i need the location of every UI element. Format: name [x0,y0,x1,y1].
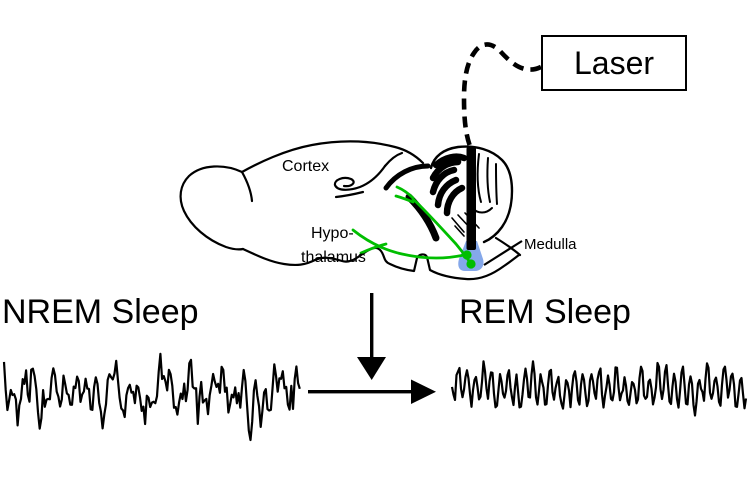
cerebellum [383,145,514,244]
hypothalamus-label-line2: thalamus [301,249,366,266]
projection-hypothalamus-to-medulla [351,228,466,260]
axon-terminal-bouton-1 [462,250,472,260]
axon-terminal-bouton-2 [466,259,476,269]
laser-box: Laser [541,35,687,91]
fiber-cable-dashed [461,42,542,150]
right-arrow [308,379,436,404]
hippocampus-squiggle [333,164,387,191]
hippocampus-underline [334,190,365,199]
brainstem-dorsal-line [494,236,522,257]
mouse-brain-outline [179,140,522,281]
olfactory-bulb-outline [179,165,245,251]
projection-branch-lower [359,242,388,255]
hippocampus-connector [383,151,404,168]
hypothalamus-label-line1: Hypo- [311,225,354,242]
optical-fiber [466,147,476,250]
projection-upper-fork-tip1 [395,185,415,200]
projection-upper-descending [411,197,471,263]
bulb-separator-line [240,170,254,203]
green-projection-pathways [351,185,476,269]
cerebellar-peduncle-stroke [405,193,440,242]
cortex-dorsal-outline [240,140,425,174]
ventral-outline [241,246,521,281]
cerebellum-outline [429,145,514,244]
projection-upper-fork-tip2 [394,194,415,204]
eeg-trace-rem [450,360,748,417]
medulla-label: Medulla [524,236,577,253]
cerebellum-folds-thick [429,153,468,217]
rem-sleep-label: REM Sleep [459,293,631,331]
midbrain-arc [383,163,431,191]
cortex-label: Cortex [282,158,330,175]
eeg-trace-nrem [2,352,301,442]
down-arrow [357,293,386,380]
laser-label: Laser [573,44,655,81]
medulla-pointer-line [483,240,523,266]
nrem-sleep-label: NREM Sleep [2,293,199,331]
